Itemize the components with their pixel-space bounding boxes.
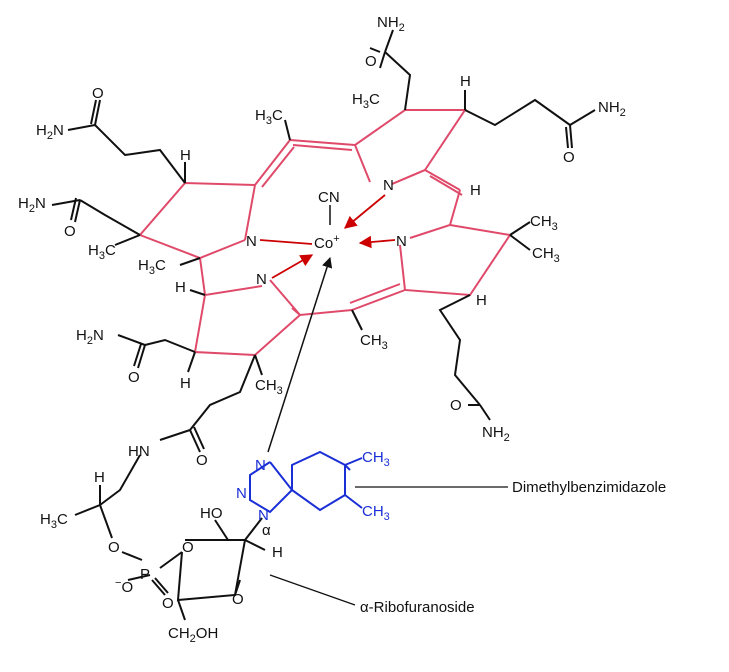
ho-ribose: HO xyxy=(200,505,223,522)
n-ring-a: N xyxy=(246,233,257,250)
h-top-right: H xyxy=(460,73,471,90)
h-upper-left: H xyxy=(180,147,191,164)
arrow-n-b xyxy=(344,194,386,229)
o-ester-2: O xyxy=(182,539,194,556)
h3c-ring-ad: H3C xyxy=(138,257,166,277)
leader-ribofuranoside xyxy=(269,574,356,606)
n-benzimidazole-bottom: N xyxy=(258,507,269,524)
o-upper-left: O xyxy=(92,85,104,102)
ch3-c15: CH3 xyxy=(360,332,388,352)
h-tail: H xyxy=(94,469,105,486)
phosphorus: P xyxy=(140,566,150,583)
n-ring-d: N xyxy=(256,271,267,288)
coordination-arrows xyxy=(259,194,396,453)
h3c-tail: H3C xyxy=(40,511,68,531)
o-right: O xyxy=(563,149,575,166)
h2n-lower-left: H2N xyxy=(76,327,104,347)
h-ring-d: H xyxy=(175,279,186,296)
atom-labels: NH2 O H3C H NH2 O H3C H2N O H H2N O H3C … xyxy=(18,14,626,645)
o-left: O xyxy=(64,223,76,240)
corrin-ring xyxy=(138,109,511,356)
o-ribose-ring: O xyxy=(232,591,244,608)
h2n-left: H2N xyxy=(18,195,46,215)
arrow-n-a xyxy=(259,239,313,245)
n-ring-c: N xyxy=(396,233,407,250)
o-minus: −O xyxy=(115,577,133,596)
benzimidazole xyxy=(249,450,363,514)
nh2-top: NH2 xyxy=(377,14,405,34)
o-lower-right: O xyxy=(450,397,462,414)
arrow-n-c xyxy=(358,235,396,249)
cn-ligand: CN xyxy=(318,189,340,206)
h3c-c5: H3C xyxy=(255,107,283,127)
cobalt-atom: Co+ xyxy=(314,233,340,252)
side-chains xyxy=(51,29,596,453)
h-ribose: H xyxy=(272,544,283,561)
label-dimethylbenzimidazole: Dimethylbenzimidazole xyxy=(512,479,666,496)
ch3-benz-1: CH3 xyxy=(362,449,390,469)
ch3-ring-c-1: CH3 xyxy=(530,213,558,233)
h3c-left: H3C xyxy=(88,242,116,262)
hn-amide: HN xyxy=(128,443,150,460)
h2n-upper-left: H2N xyxy=(36,122,64,142)
ch3-benz-2: CH3 xyxy=(362,503,390,523)
o-amide: O xyxy=(196,452,208,469)
h3c-top: H3C xyxy=(352,91,380,111)
h-c10: H xyxy=(470,182,481,199)
n-benzimidazole-top: N xyxy=(255,457,266,474)
label-ribofuranoside: α-Ribofuranoside xyxy=(360,599,475,616)
ch3-ring-c-2: CH3 xyxy=(532,245,560,265)
nucleotide-tail xyxy=(74,454,266,621)
h-lower-left: H xyxy=(180,375,191,392)
nh2-right: NH2 xyxy=(598,99,626,119)
arrow-benzimidazole-n xyxy=(267,256,333,453)
o-phosphate: O xyxy=(162,595,174,612)
o-top: O xyxy=(365,53,377,70)
alpha-label: α xyxy=(262,522,271,539)
n-ring-b: N xyxy=(383,177,394,194)
benzimidazole-ch: N xyxy=(236,485,247,502)
o-ester-1: O xyxy=(108,539,120,556)
h-ring-c: H xyxy=(476,292,487,309)
ch3-ring-d: CH3 xyxy=(255,377,283,397)
o-lower-left: O xyxy=(128,369,140,386)
arrow-n-d xyxy=(271,254,314,279)
ch2oh: CH2OH xyxy=(168,625,218,645)
nh2-lower-right: NH2 xyxy=(482,424,510,444)
